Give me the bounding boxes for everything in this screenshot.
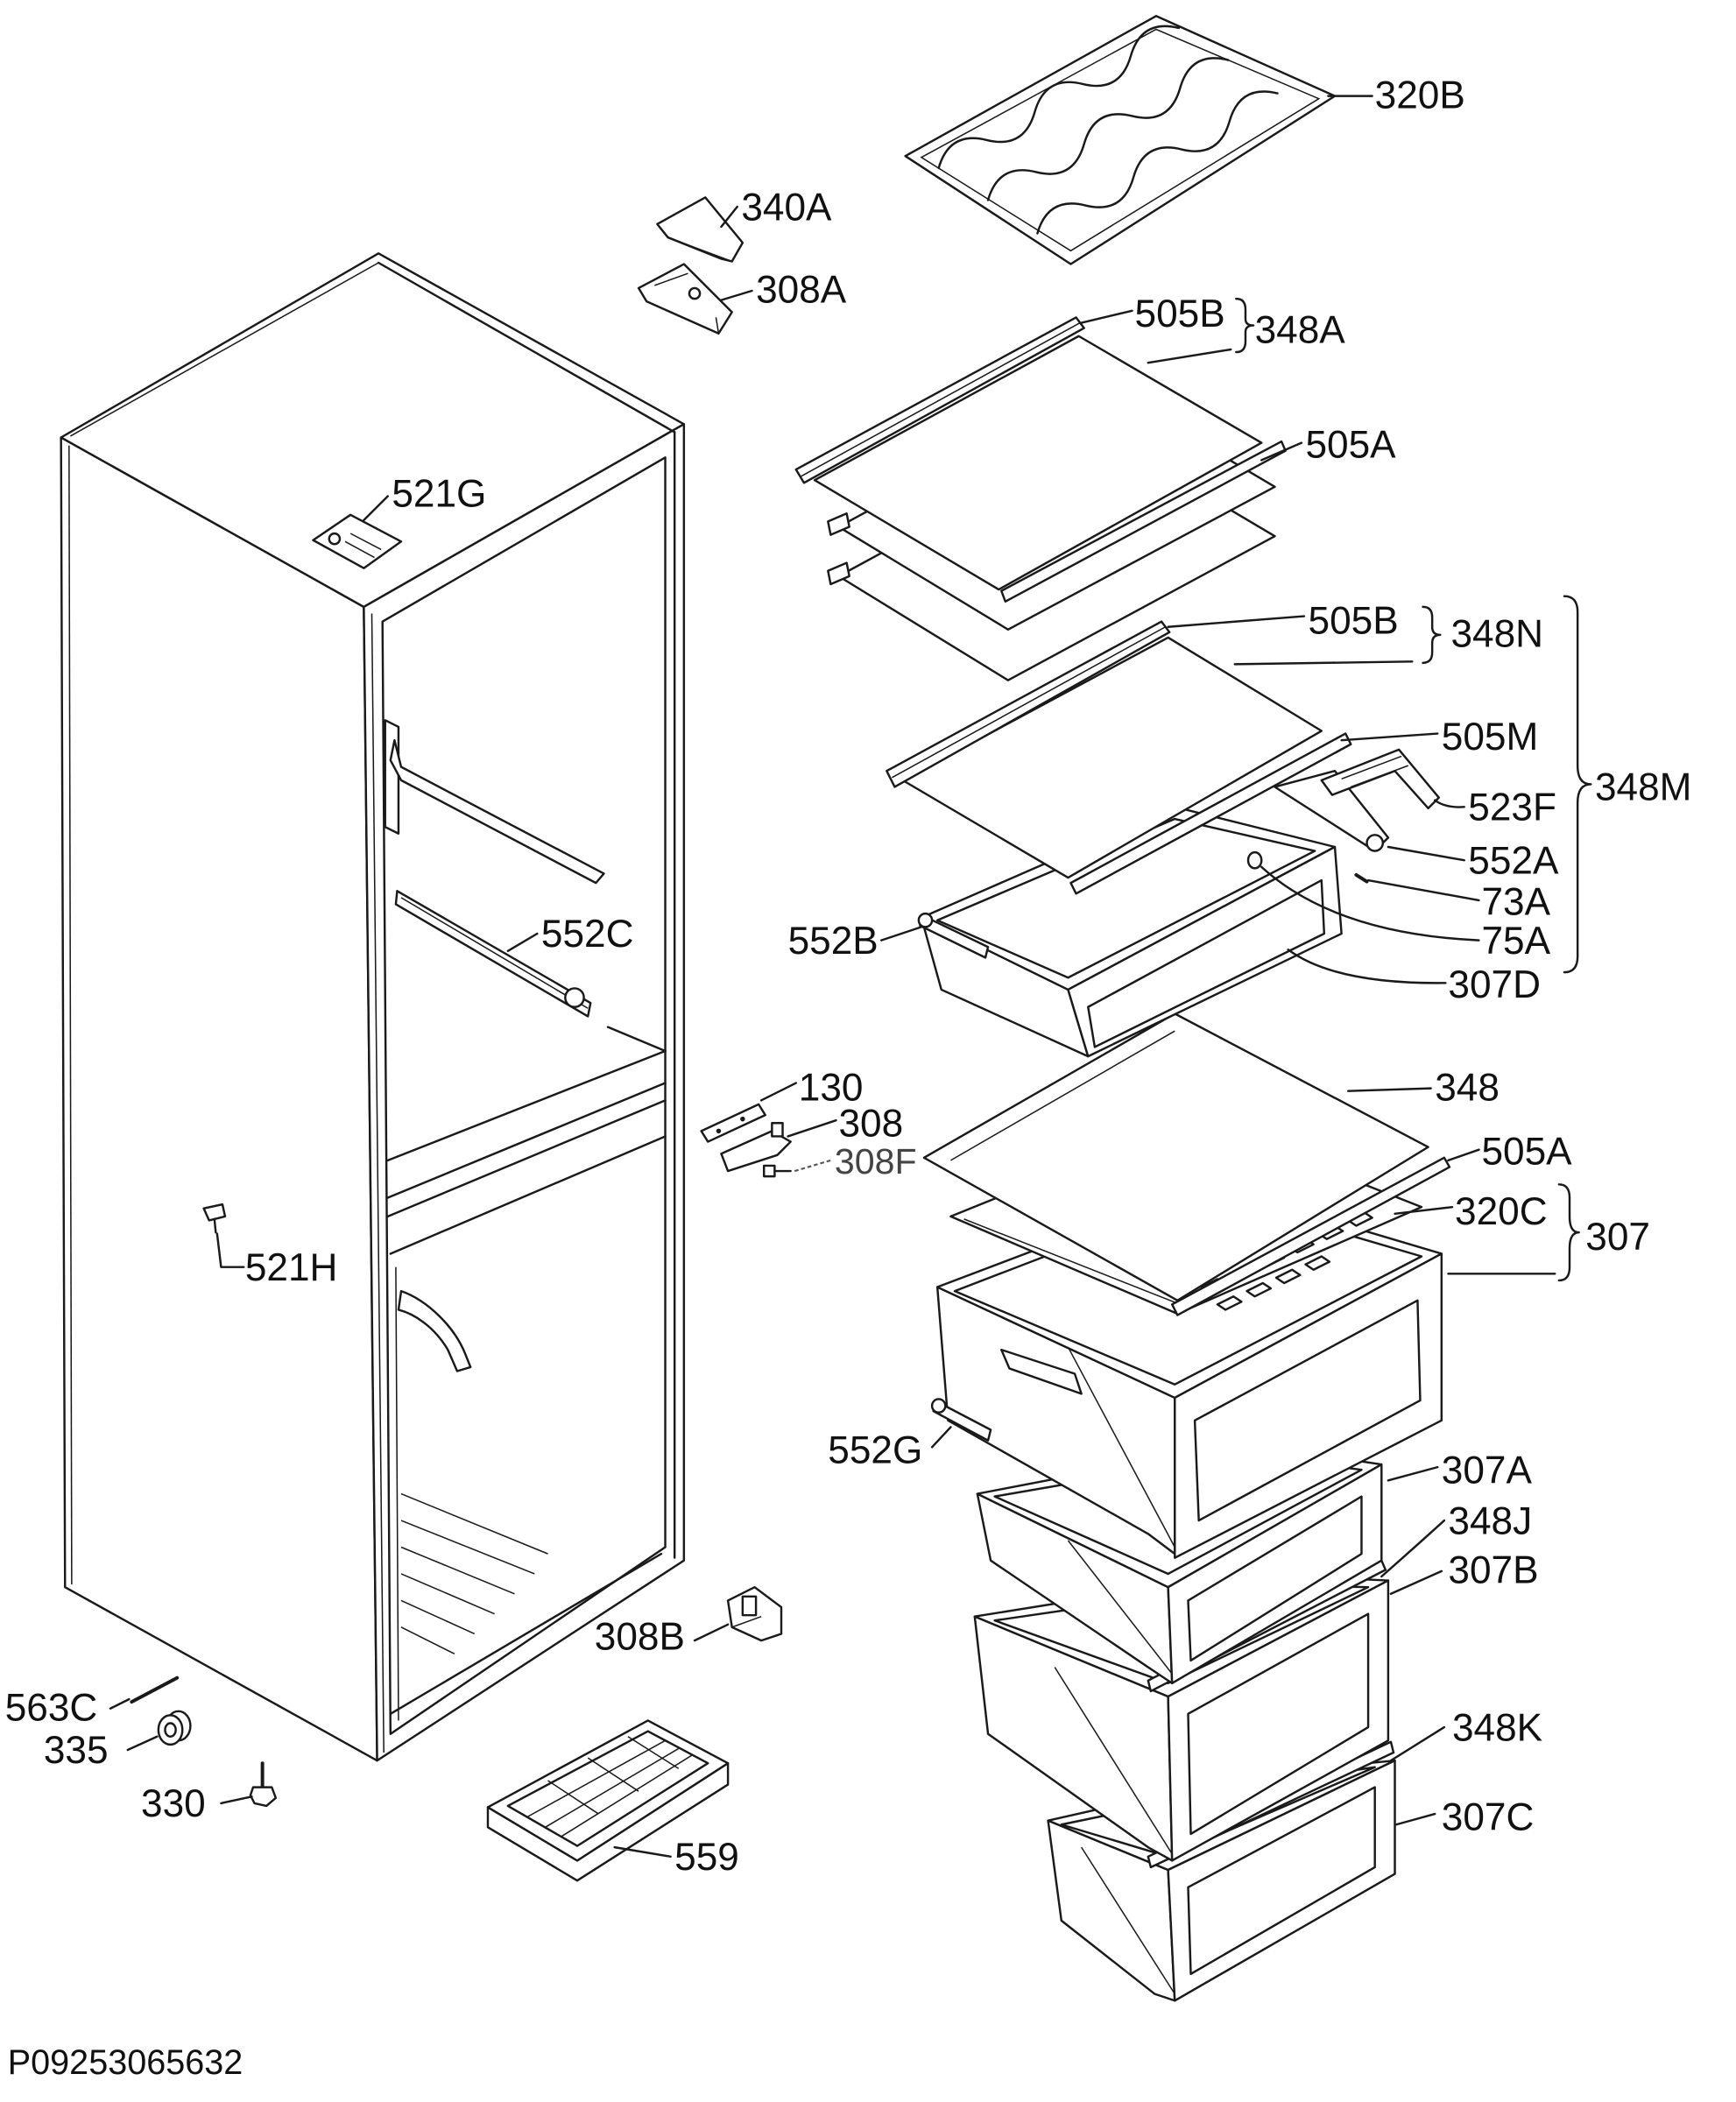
glass-shelf-348 bbox=[922, 1012, 1429, 1301]
callout-330: 330 bbox=[141, 1782, 206, 1825]
callout-552b: 552B bbox=[788, 920, 879, 963]
callout-labels: 320B 340A 308A 505B 348A 505A 521G 505B … bbox=[5, 74, 1692, 1879]
callout-523f: 523F bbox=[1468, 786, 1556, 829]
callout-75a: 75A bbox=[1482, 920, 1551, 963]
callout-130: 130 bbox=[799, 1066, 864, 1109]
cabinet bbox=[60, 252, 686, 1762]
callout-348: 348 bbox=[1435, 1066, 1500, 1109]
callout-73a: 73A bbox=[1482, 881, 1551, 924]
callout-348m: 348M bbox=[1595, 766, 1691, 809]
callout-320b: 320B bbox=[1375, 74, 1465, 116]
hinge-cover-340a bbox=[656, 196, 745, 263]
drawer-rail-552g bbox=[930, 1398, 992, 1442]
screw-73a bbox=[1354, 873, 1369, 884]
drawer-rail-552b bbox=[917, 912, 990, 959]
compartment-divider bbox=[386, 1026, 667, 1255]
callout-348n: 348N bbox=[1450, 613, 1543, 656]
callout-308b: 308B bbox=[595, 1616, 685, 1659]
freezer-interior bbox=[389, 1266, 663, 1721]
foot-335 bbox=[157, 1710, 192, 1746]
plate-130 bbox=[700, 1103, 766, 1143]
drawing-code: P09253065632 bbox=[8, 2043, 243, 2082]
callout-505a-second: 505A bbox=[1482, 1130, 1573, 1173]
glass-shelf-stack bbox=[794, 316, 1287, 681]
screw-521h bbox=[202, 1203, 227, 1234]
hinge-parts bbox=[130, 196, 792, 1882]
rail-552a bbox=[1274, 769, 1390, 852]
callout-563c: 563C bbox=[5, 1686, 98, 1729]
leveling-foot-330 bbox=[249, 1761, 278, 1808]
callout-552a: 552A bbox=[1468, 839, 1559, 882]
crisper-drawer-307d bbox=[920, 806, 1343, 1058]
callout-340a: 340A bbox=[741, 186, 832, 229]
callout-559: 559 bbox=[674, 1836, 739, 1879]
screw-308f bbox=[763, 1164, 792, 1178]
wine-rack-320b bbox=[904, 15, 1337, 265]
bottom-hinge-308b bbox=[726, 1585, 783, 1642]
callout-307b: 307B bbox=[1448, 1549, 1538, 1592]
callout-348j: 348J bbox=[1448, 1499, 1532, 1542]
callout-521h: 521H bbox=[245, 1246, 338, 1289]
bracket-523f bbox=[1320, 748, 1440, 810]
callout-308a: 308A bbox=[756, 269, 847, 312]
callout-505b: 505B bbox=[1135, 293, 1225, 335]
callout-308f: 308F bbox=[835, 1141, 917, 1181]
callout-348a: 348A bbox=[1255, 308, 1346, 351]
pin-563c bbox=[130, 1675, 180, 1704]
callout-348k: 348K bbox=[1452, 1706, 1542, 1749]
callout-505m: 505M bbox=[1442, 716, 1538, 758]
callout-307a: 307A bbox=[1442, 1449, 1533, 1492]
leader-lines bbox=[109, 95, 1592, 1859]
callout-308: 308 bbox=[838, 1102, 903, 1145]
glass-shelf-348n bbox=[886, 620, 1352, 895]
drawer-rail-552c bbox=[394, 890, 592, 1018]
callout-307c: 307C bbox=[1442, 1795, 1535, 1838]
shelf-trim-505a-lower bbox=[1170, 1156, 1451, 1316]
callout-552g: 552G bbox=[828, 1429, 922, 1472]
callout-335: 335 bbox=[44, 1729, 109, 1772]
label-sticker bbox=[312, 513, 403, 569]
callout-307: 307 bbox=[1585, 1216, 1650, 1259]
callout-505a: 505A bbox=[1305, 423, 1396, 466]
shelf-support bbox=[384, 719, 605, 885]
callout-521g: 521G bbox=[392, 473, 486, 516]
callout-320c: 320C bbox=[1455, 1190, 1548, 1233]
top-hinge-308a bbox=[637, 263, 733, 335]
pin-75a bbox=[1246, 850, 1263, 870]
middle-hinge-308 bbox=[720, 1122, 792, 1173]
callout-505b-second: 505B bbox=[1309, 599, 1399, 642]
drip-tray-559 bbox=[486, 1719, 730, 1882]
callout-552c: 552C bbox=[541, 913, 634, 956]
callout-307d: 307D bbox=[1448, 963, 1541, 1006]
